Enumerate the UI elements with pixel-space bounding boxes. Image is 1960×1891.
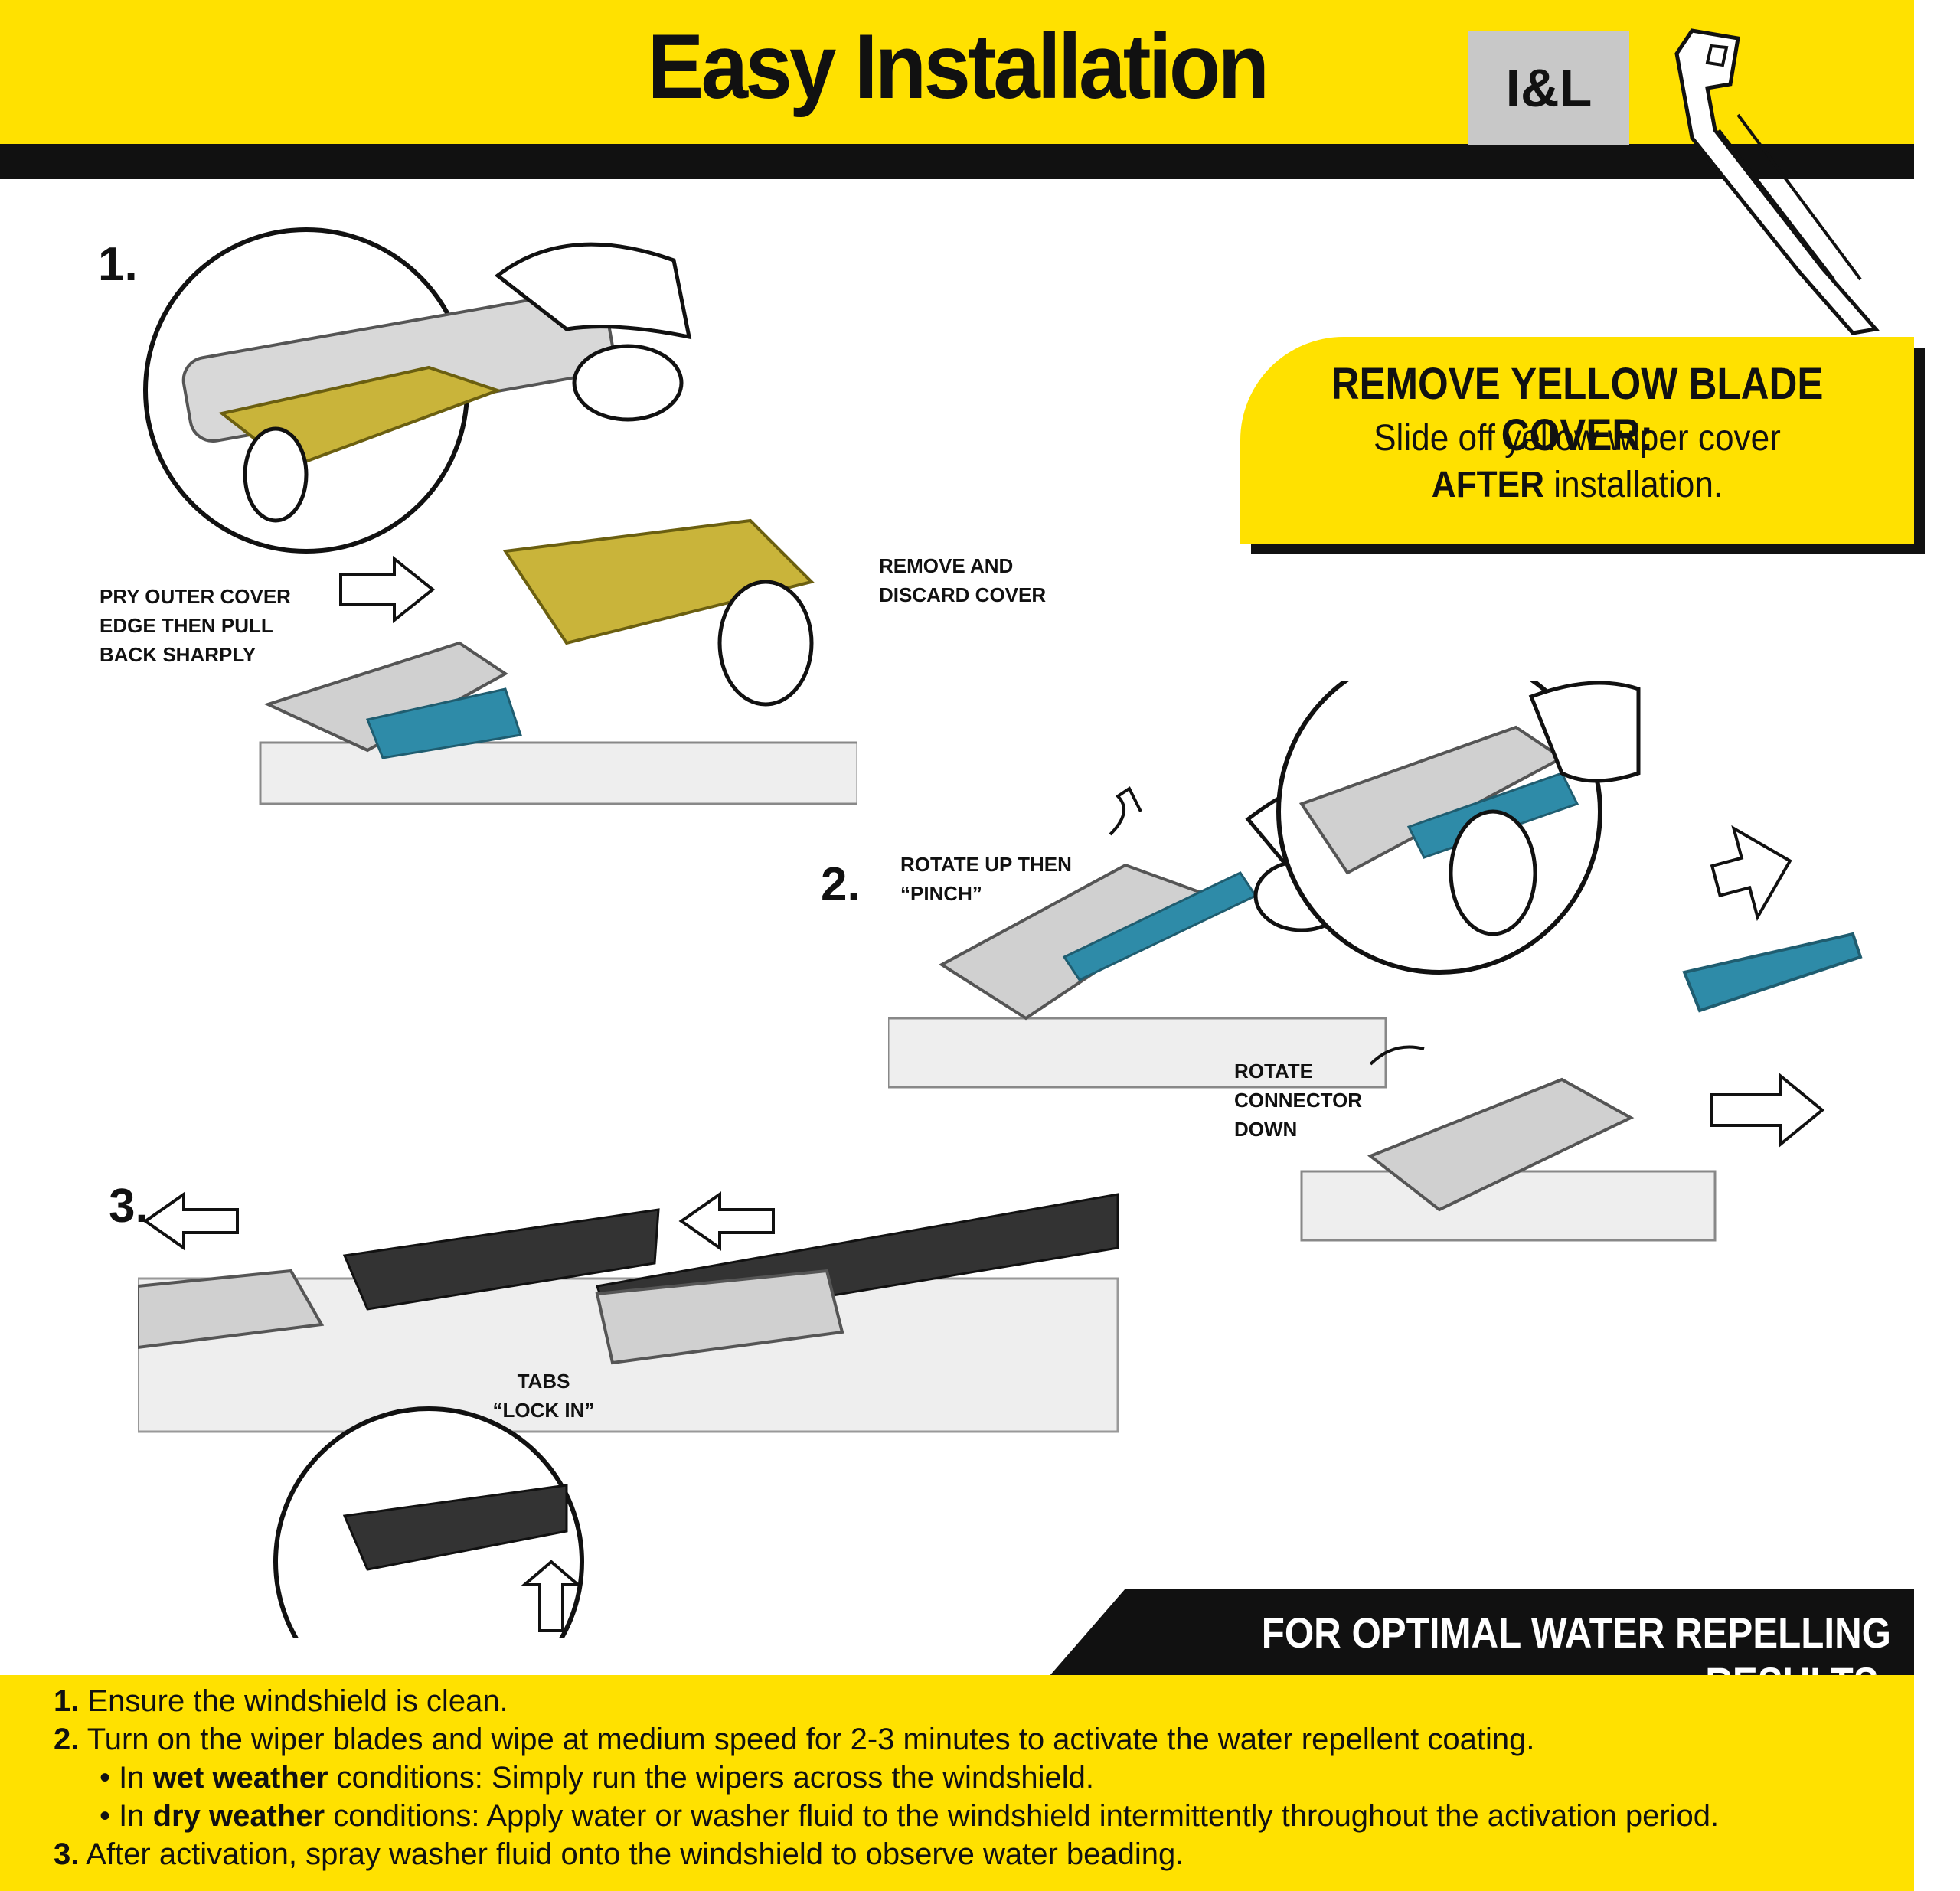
step-1-number: 1. (98, 238, 138, 291)
callout-text-rest: installation. (1544, 465, 1723, 505)
results-item-2-num: 2. (54, 1723, 80, 1756)
page-title: Easy Installation (647, 15, 1269, 118)
callout-title: REMOVE YELLOW BLADE COVER: (1331, 359, 1824, 460)
step-2-detail-illustration (1276, 681, 1863, 1242)
results-box (0, 1675, 1914, 1891)
results-banner (1049, 1589, 1914, 1677)
step-3-label-tabs: TABS “LOCK IN” (492, 1370, 595, 1422)
step-2-label-rotate-down: ROTATE CONNECTOR DOWN (1234, 1060, 1363, 1141)
results-bullet-1-post: conditions: Simply run the wipers across… (328, 1761, 1095, 1795)
results-bullet-1-pre: • In (100, 1761, 153, 1795)
results-bullet-1-bold: wet weather (152, 1761, 328, 1795)
results-item-3-num: 3. (54, 1837, 80, 1871)
header-rule (0, 144, 1914, 179)
step-1-label-remove: REMOVE AND DISCARD COVER (879, 554, 1047, 606)
results-item-3-text: After activation, spray washer fluid ont… (79, 1837, 1184, 1871)
adapter-illustration (1674, 28, 1880, 335)
results-item-1-text: Ensure the windshield is clean. (79, 1684, 508, 1718)
results-item-2: 2. Turn on the wiper blades and wipe at … (54, 1723, 1534, 1757)
results-bullet-2: • In dry weather conditions: Apply water… (100, 1799, 1719, 1834)
step-3-number: 3. (109, 1180, 149, 1233)
results-item-1-num: 1. (54, 1684, 80, 1718)
results-item-3: 3. After activation, spray washer fluid … (54, 1837, 1184, 1872)
step-1-label-pry: PRY OUTER COVER EDGE THEN PULL BACK SHAR… (100, 585, 291, 666)
step-1-illustration (143, 227, 858, 805)
callout-text-2: AFTER installation. (1282, 464, 1873, 506)
results-item-1: 1. Ensure the windshield is clean. (54, 1684, 508, 1719)
type-badge: I&L (1468, 31, 1629, 145)
step-3-illustration (138, 1191, 1119, 1638)
results-bullet-2-post: conditions: Apply water or washer fluid … (325, 1799, 1720, 1833)
results-bullet-1: • In wet weather conditions: Simply run … (100, 1761, 1094, 1795)
step-2-number: 2. (821, 858, 861, 911)
step-2-label-rotate-up: ROTATE UP THEN “PINCH” (900, 853, 1072, 905)
callout-box (1240, 337, 1914, 544)
callout-emphasis: AFTER (1431, 465, 1544, 505)
results-bullet-2-pre: • In (100, 1799, 153, 1833)
callout-text: Slide off yellow wiper cover (1374, 418, 1781, 459)
results-item-2-text: Turn on the wiper blades and wipe at med… (79, 1723, 1535, 1756)
results-bullet-2-bold: dry weather (152, 1799, 325, 1833)
